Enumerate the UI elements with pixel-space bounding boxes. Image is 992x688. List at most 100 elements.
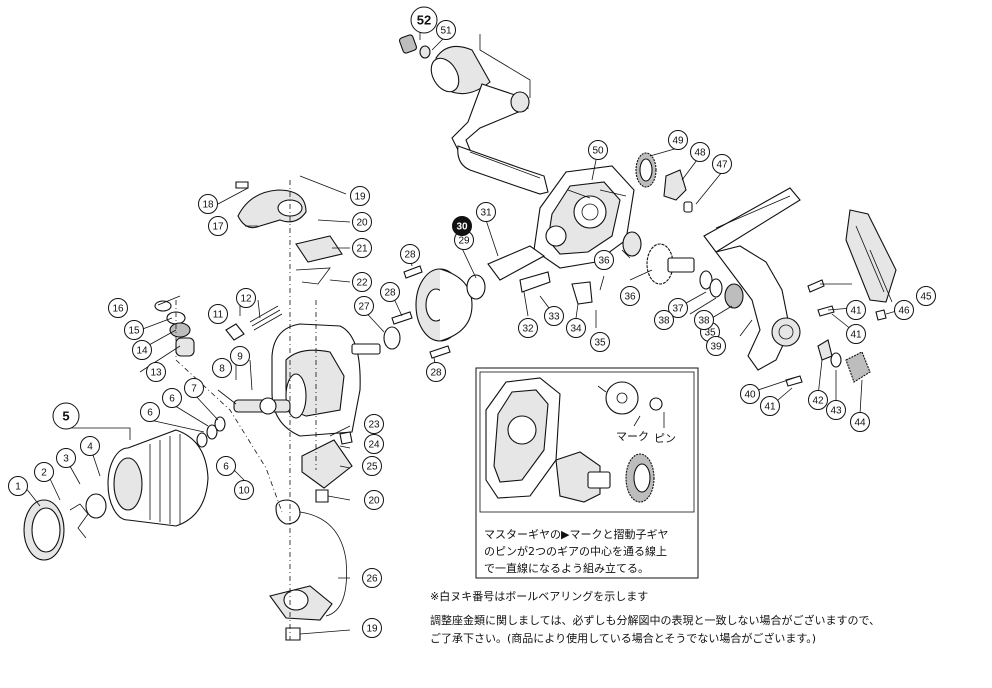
part-callout-45: 45 (916, 286, 936, 306)
part-callout-6: 6 (140, 402, 160, 422)
callout-number: 14 (136, 346, 148, 357)
part-callout-39: 39 (706, 336, 726, 356)
callout-number: 17 (212, 222, 224, 233)
callout-number: 19 (366, 624, 378, 635)
callout-number: 36 (624, 292, 636, 303)
callout-number: 22 (356, 278, 368, 289)
part-drawings (17, 30, 901, 641)
callout-circle (590, 332, 610, 352)
side-cover-45 (845, 209, 897, 303)
inset-caption-line: のピンが2つのギアの中心を通る線上 (484, 545, 667, 558)
part-callout-41: 41 (760, 396, 780, 416)
callout-number: 47 (716, 160, 728, 171)
callout-number: 27 (358, 302, 370, 313)
callout-circle (544, 306, 564, 326)
inset-caption-line: マスターギヤの▶マークと摺動子ギヤ (484, 528, 669, 541)
part-callout-10: 10 (234, 480, 254, 500)
part-callout-44: 44 (850, 412, 870, 432)
callout-number: 13 (150, 368, 162, 379)
callout-number: 41 (764, 402, 776, 413)
callout-number: 33 (548, 312, 560, 323)
part-callout-4: 4 (80, 436, 100, 456)
callout-circle (668, 298, 688, 318)
callout-number: 6 (169, 394, 175, 405)
callout-circle (146, 362, 166, 382)
part-callout-36: 36 (594, 250, 614, 270)
callout-number: 48 (694, 148, 706, 159)
callout-circle (352, 238, 372, 258)
part-callout-38: 38 (654, 310, 674, 330)
part-callout-30: 30 (452, 216, 472, 236)
part-callout-20: 20 (364, 490, 384, 510)
bearing-note: ※白ヌキ番号はボールベアリングを示します (430, 590, 649, 603)
callout-number: 41 (850, 306, 862, 317)
part-callout-48: 48 (690, 142, 710, 162)
callout-number: 51 (440, 26, 452, 37)
callout-circle (436, 20, 456, 40)
callout-circle (380, 282, 400, 302)
callout-number: 49 (672, 136, 684, 147)
callout-circle (234, 480, 254, 500)
callout-number: 29 (458, 236, 470, 247)
callout-number: 35 (594, 338, 606, 349)
callout-circle (846, 324, 866, 344)
callout-number: 12 (240, 294, 252, 305)
callout-circle (162, 388, 182, 408)
gear-48-group (635, 152, 693, 213)
part-callout-33: 33 (544, 306, 564, 326)
part-callout-20: 20 (352, 212, 372, 232)
callout-circle (916, 286, 936, 306)
disclaimer-line-2: ご了承下さい。(商品により使用している場合とそうでない場合がございます。) (430, 632, 817, 645)
part-callout-38: 38 (694, 310, 714, 330)
callout-number: 21 (356, 244, 368, 255)
part-callout-6: 6 (162, 388, 182, 408)
part-callout-52: 52 (410, 6, 438, 34)
callout-circle (230, 346, 250, 366)
callout-circle (654, 310, 674, 330)
callout-number: 31 (480, 208, 492, 219)
callout-circle (476, 202, 496, 222)
pinion-gear-group (622, 231, 744, 309)
callout-circle (846, 300, 866, 320)
part-callout-51: 51 (436, 20, 456, 40)
callout-number: 30 (456, 222, 468, 233)
part-callout-27: 27 (354, 296, 374, 316)
body-housing (533, 165, 635, 269)
callout-number: 44 (854, 418, 866, 429)
callout-number: 28 (404, 250, 416, 261)
part-callout-41: 41 (846, 300, 866, 320)
callout-circle (760, 396, 780, 416)
callout-number: 26 (366, 574, 378, 585)
callout-circle (208, 304, 228, 324)
callout-number: 43 (830, 406, 842, 417)
part-callout-41: 41 (846, 324, 866, 344)
callout-circle (236, 288, 256, 308)
callout-circle (352, 272, 372, 292)
callout-circle (132, 340, 152, 360)
callout-circle (364, 434, 384, 454)
part-callout-50: 50 (588, 140, 608, 160)
callout-number: 34 (570, 324, 582, 335)
callout-number: 5 (62, 409, 69, 424)
callout-number: 42 (812, 396, 824, 407)
callout-circle (8, 476, 28, 496)
part-callout-13: 13 (146, 362, 166, 382)
part-callout-28: 28 (400, 244, 420, 264)
callout-circle (80, 436, 100, 456)
part-callout-3: 3 (56, 448, 76, 468)
callout-number: 1 (15, 482, 21, 493)
callout-circle (52, 402, 80, 430)
knob-group (785, 279, 887, 387)
part-callout-46: 46 (894, 300, 914, 320)
callout-circle (364, 414, 384, 434)
part-callout-2: 2 (34, 462, 54, 482)
callout-circle (588, 140, 608, 160)
part-callout-35: 35 (590, 332, 610, 352)
callout-circle (352, 212, 372, 232)
part-callout-6: 6 (216, 456, 236, 476)
inset-caption-line: で一直線になるよう組み立てる。 (484, 562, 649, 575)
callout-number: 23 (368, 420, 380, 431)
part-callout-42: 42 (808, 390, 828, 410)
callout-number: 7 (191, 384, 197, 395)
leader-lines (17, 30, 901, 640)
